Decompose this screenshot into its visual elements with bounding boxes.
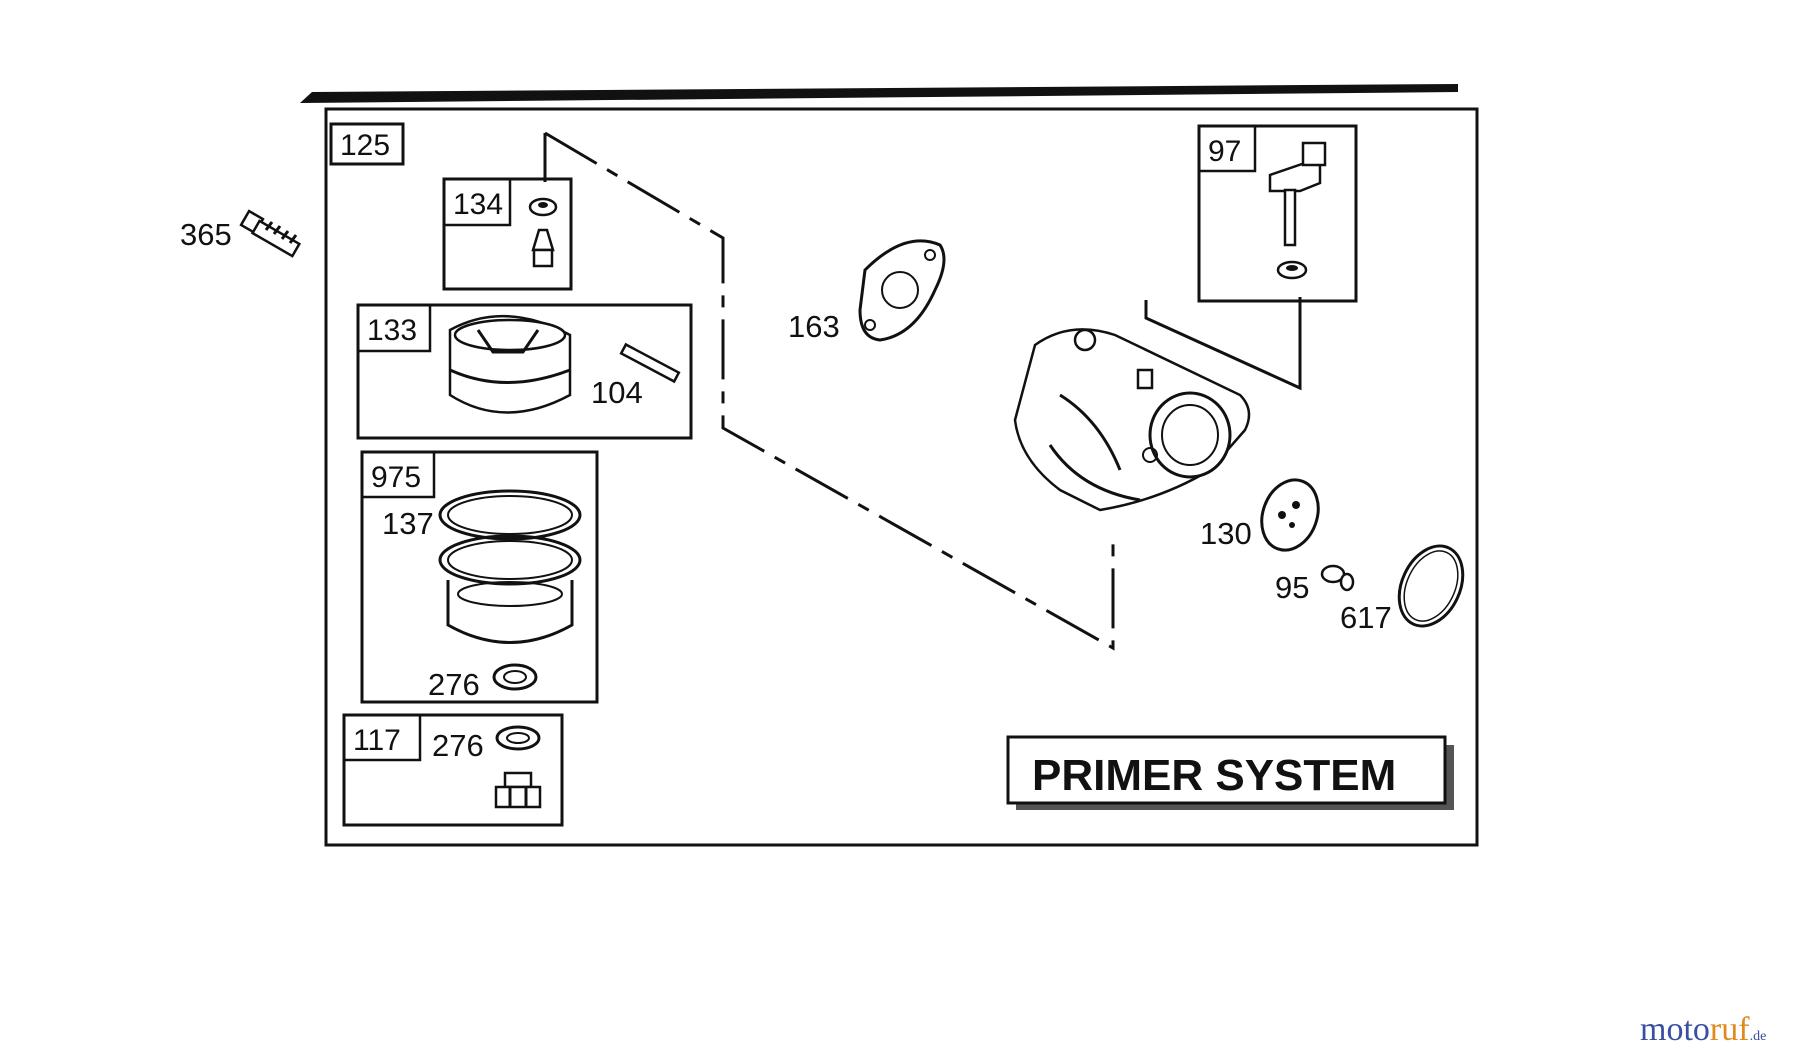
needle-seat-134-icon	[528, 197, 558, 268]
callout-276-nut: 276	[432, 728, 484, 763]
watermark-brand-b: ruf	[1710, 1011, 1750, 1048]
callout-95: 95	[1275, 570, 1309, 605]
tag-box-975	[360, 450, 436, 499]
callout-104: 104	[591, 375, 643, 410]
callout-117: 117	[353, 724, 401, 757]
callout-134: 134	[453, 188, 503, 221]
box-117	[342, 713, 564, 827]
callout-276-bowl: 276	[428, 667, 480, 702]
title-box	[1006, 735, 1447, 805]
tag-box-125	[329, 122, 405, 166]
washer-276-nut-icon	[495, 725, 541, 751]
float-133-icon	[448, 315, 572, 414]
callout-137: 137	[382, 506, 434, 541]
main-frame	[324, 107, 1479, 847]
callout-975: 975	[371, 461, 421, 494]
callout-130: 130	[1200, 516, 1252, 551]
tag-box-134	[442, 177, 512, 227]
watermark-tld: .de	[1750, 1029, 1767, 1044]
callout-133: 133	[367, 314, 417, 347]
bowl-nut-117-icon	[494, 771, 542, 809]
bolt-365-icon	[239, 209, 302, 258]
gasket-163-icon	[858, 239, 946, 342]
float-bowl-137-icon	[438, 489, 582, 644]
tag-box-117	[342, 713, 422, 762]
diagram-title: PRIMER SYSTEM	[1032, 751, 1396, 800]
header-bar	[300, 84, 1458, 103]
tag-box-133	[356, 303, 432, 353]
box-133	[356, 303, 693, 440]
watermark-logo: motoruf.de	[1640, 1011, 1766, 1048]
callout-125: 125	[340, 129, 390, 162]
box-975	[360, 450, 599, 704]
primer-plate-130-icon	[1260, 478, 1320, 552]
callout-163: 163	[788, 309, 840, 344]
watermark-brand-a: moto	[1640, 1011, 1710, 1048]
tag-box-97	[1197, 124, 1257, 173]
callout-97: 97	[1208, 135, 1241, 168]
throttle-shaft-97-icon	[1268, 141, 1327, 280]
carburetor-body-icon	[1013, 328, 1251, 512]
washer-276-icon	[492, 663, 538, 691]
callout-365: 365	[180, 217, 232, 252]
screw-95-icon	[1320, 564, 1355, 592]
callout-617: 617	[1340, 600, 1392, 635]
o-ring-617-icon	[1397, 544, 1465, 628]
assembly-guide-lines	[543, 131, 1302, 651]
float-pin-104-icon	[619, 342, 681, 384]
box-97	[1197, 124, 1358, 303]
